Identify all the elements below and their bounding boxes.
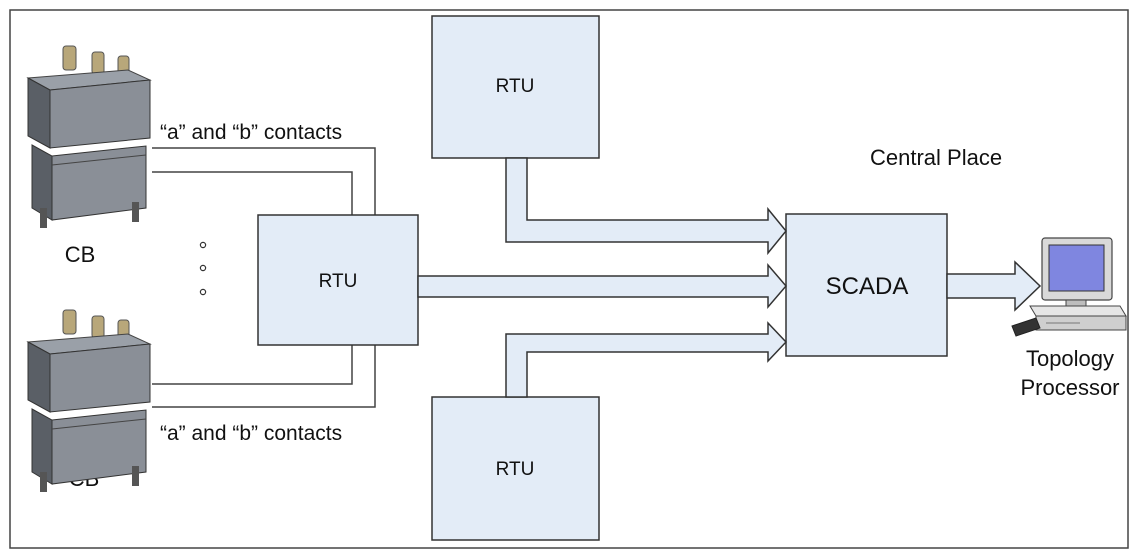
computer-icon — [1011, 237, 1127, 337]
contacts-label-top: “a” and “b” contacts — [160, 121, 342, 144]
rtu-label-bottom: RTU — [496, 459, 535, 480]
ellipsis-dot — [199, 241, 207, 249]
contact-wire-b-bottom — [152, 345, 376, 408]
rtu-label-top: RTU — [496, 76, 535, 97]
arrow-rtu-bottom-to-scada — [505, 321, 788, 398]
contacts-label-bottom: “a” and “b” contacts — [160, 422, 342, 445]
topology-processor-label-line2: Processor — [1020, 375, 1119, 400]
rtu-box-middle — [257, 214, 419, 346]
contact-wire-a-bottom — [152, 345, 353, 385]
ellipsis-dots — [199, 241, 207, 296]
rtu-box-top — [431, 15, 600, 159]
ellipsis-dot — [199, 264, 207, 272]
arrow-scada-to-topology — [946, 260, 1042, 312]
contact-wire-a-top — [152, 147, 376, 215]
arrow-rtu-top-to-scada — [505, 157, 787, 256]
diagram-frame — [9, 9, 1129, 549]
ellipsis-dot — [199, 288, 207, 296]
arrow-rtu-middle-to-scada — [417, 262, 787, 310]
circuit-breaker-icon-top — [26, 45, 152, 228]
topology-processor-label-line1: Topology — [1026, 346, 1114, 371]
contact-wires — [152, 147, 376, 408]
cb-label-top: CB — [65, 242, 96, 267]
circuit-breaker-icon-bottom — [26, 309, 152, 492]
scada-label: SCADA — [826, 273, 909, 300]
rtu-box-bottom — [431, 396, 600, 541]
contact-wire-b-top — [152, 171, 353, 215]
central-place-label: Central Place — [870, 145, 1002, 170]
rtu-label-middle: RTU — [319, 271, 358, 292]
